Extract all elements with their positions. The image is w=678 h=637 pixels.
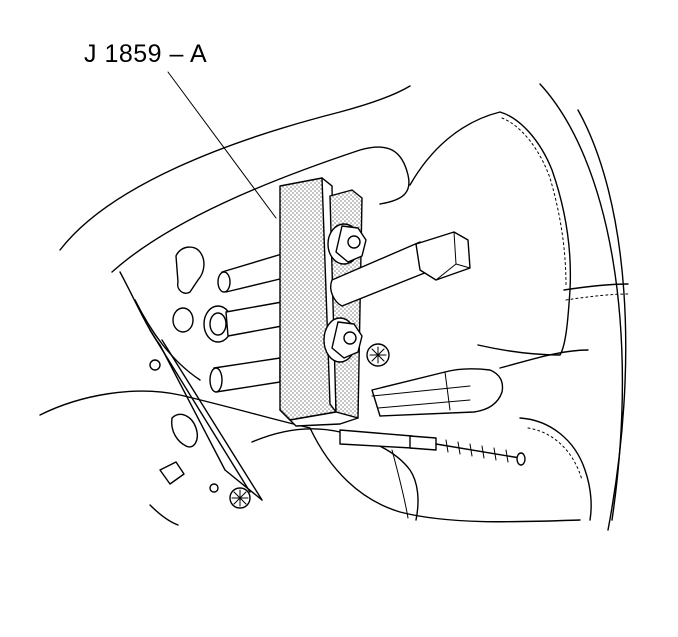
stitched-spoke-lower [499,349,592,521]
lower-puller-bolt [209,357,281,393]
upper-puller-bolt [217,253,285,293]
middle-puller-bolt [203,301,283,343]
callout-leader-line [167,71,277,219]
lower-tool-nut [323,317,363,363]
center-forcing-screw [330,231,471,307]
wire-harness [251,428,526,521]
torx-screw-lower-left [229,487,251,509]
steering-wheel-hub [39,85,581,526]
steering-wheel-rim [539,83,627,531]
torx-screw-right [366,343,390,367]
stitched-spoke-upper [409,111,631,356]
tool-callout-label: J 1859 – A [84,40,208,68]
upper-tool-nut [327,223,367,265]
airbag-connector-bracket [371,367,504,417]
left-spoke-plate [119,246,263,501]
spoke-clip [159,461,185,485]
